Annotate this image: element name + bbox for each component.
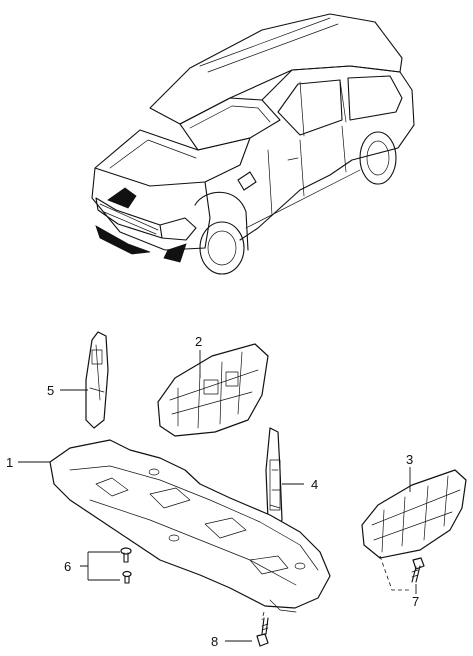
vehicle-illustration [91,13,415,275]
part-1-under-cover [49,439,331,613]
callout-6: 6 [64,559,71,574]
callout-1: 1 [6,455,13,470]
part-2-side-cover [157,343,269,437]
callout-5: 5 [47,383,54,398]
fastener-8-bolt [256,617,269,647]
fastener-6a [120,547,132,563]
callout-7: 7 [412,594,419,609]
fastener-6b [122,570,132,584]
callout-8: 8 [211,634,218,649]
part-3-side-cover [361,469,467,559]
callout-4: 4 [311,477,318,492]
callout-2: 2 [195,334,202,349]
leader-lines [18,350,417,642]
fastener-7-bolt [411,557,425,583]
callout-3: 3 [406,452,413,467]
part-5-bracket [85,331,109,429]
